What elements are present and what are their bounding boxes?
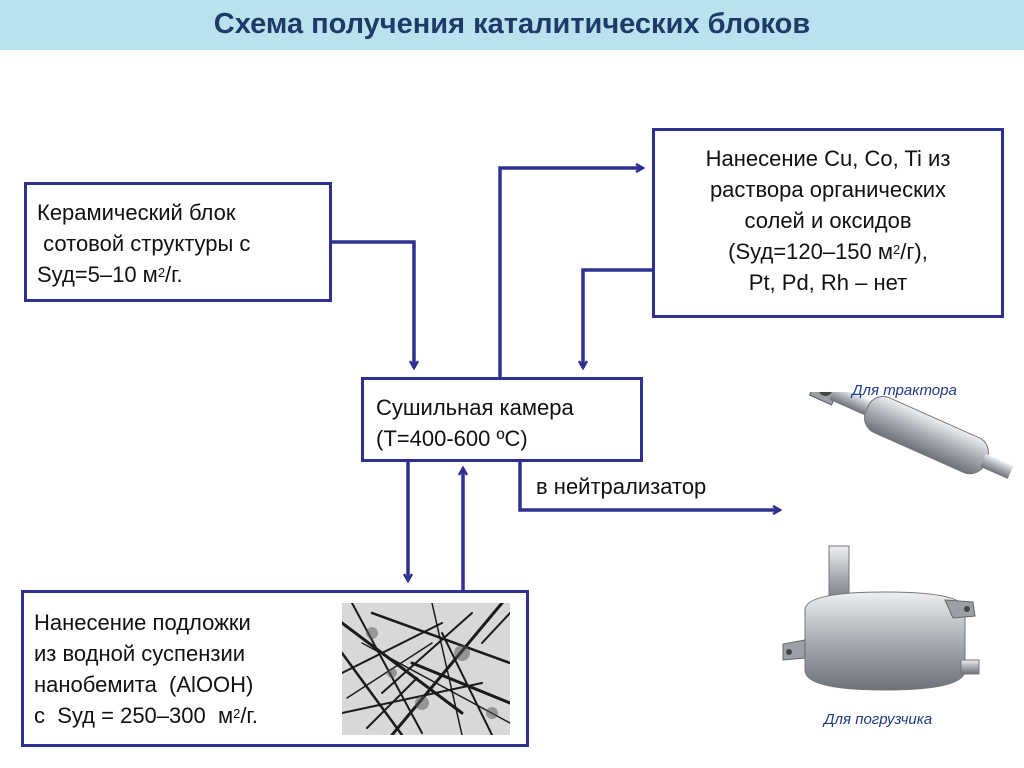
support-line-3: нанобемита (AlOOH) — [34, 672, 254, 697]
deposit-line-2: раствора органических — [709, 177, 947, 202]
ceramic-line-1: Керамический блок — [37, 200, 236, 225]
metal-deposition-box: Нанесение Cu, Co, Ti из раствора органич… — [652, 128, 1004, 318]
ceramic-block-box: Керамический блок сотовой структуры с Sу… — [24, 182, 332, 302]
arrow-dryer-to-neutralizer — [518, 462, 780, 510]
caption-loader: Для погрузчика — [824, 711, 933, 728]
support-area-unit: /г. — [240, 703, 258, 728]
ceramic-line-3: Sуд=5–10 м2/г. — [37, 259, 319, 290]
loader-muffler-image — [782, 545, 980, 691]
slide-title: Схема получения каталитических блоков — [213, 8, 811, 40]
tractor-muffler-image — [808, 392, 1014, 479]
deposit-line-4: (Sуд=120–150 м2/г), — [661, 236, 995, 267]
support-area-exp: 2 — [233, 706, 241, 721]
caption-tractor: Для трактора — [852, 382, 957, 399]
deposit-area-exp: 2 — [893, 242, 901, 257]
deposit-area-value: (Sуд=120–150 м — [728, 239, 894, 264]
ceramic-area-value: Sуд=5–10 м — [37, 262, 158, 287]
deposit-line-1: Нанесение Cu, Co, Ti из — [705, 146, 951, 171]
support-line-4: с Sуд = 250–300 м2/г. — [34, 700, 516, 731]
deposit-line-3: солей и оксидов — [744, 208, 912, 233]
drying-chamber-box: Сушильная камера (Т=400-600 ºС) — [361, 377, 643, 462]
arrow-dryer-to-deposit — [498, 168, 643, 377]
nanoboehmite-micrograph — [342, 603, 510, 735]
dryer-line-1: Сушильная камера — [376, 395, 574, 420]
ceramic-area-exp: 2 — [157, 265, 166, 280]
deposit-line-5: Pt, Pd, Rh – нет — [748, 270, 908, 295]
deposit-area-unit: /г), — [900, 239, 928, 264]
arrow-ceramic-to-dryer — [332, 240, 414, 368]
dryer-line-2: (Т=400-600 ºС) — [376, 426, 528, 451]
arrow-deposit-to-dryer — [583, 268, 652, 368]
support-line-2: из водной суспензии — [34, 641, 246, 666]
support-area-value: с Sуд = 250–300 м — [34, 703, 234, 728]
support-line-1: Нанесение подложки — [34, 610, 251, 635]
ceramic-line-2: сотовой структуры с — [37, 231, 251, 256]
ceramic-area-unit: /г. — [165, 262, 183, 287]
neutralizer-label: в нейтрализатор — [536, 474, 707, 499]
title-bar — [0, 0, 1024, 50]
